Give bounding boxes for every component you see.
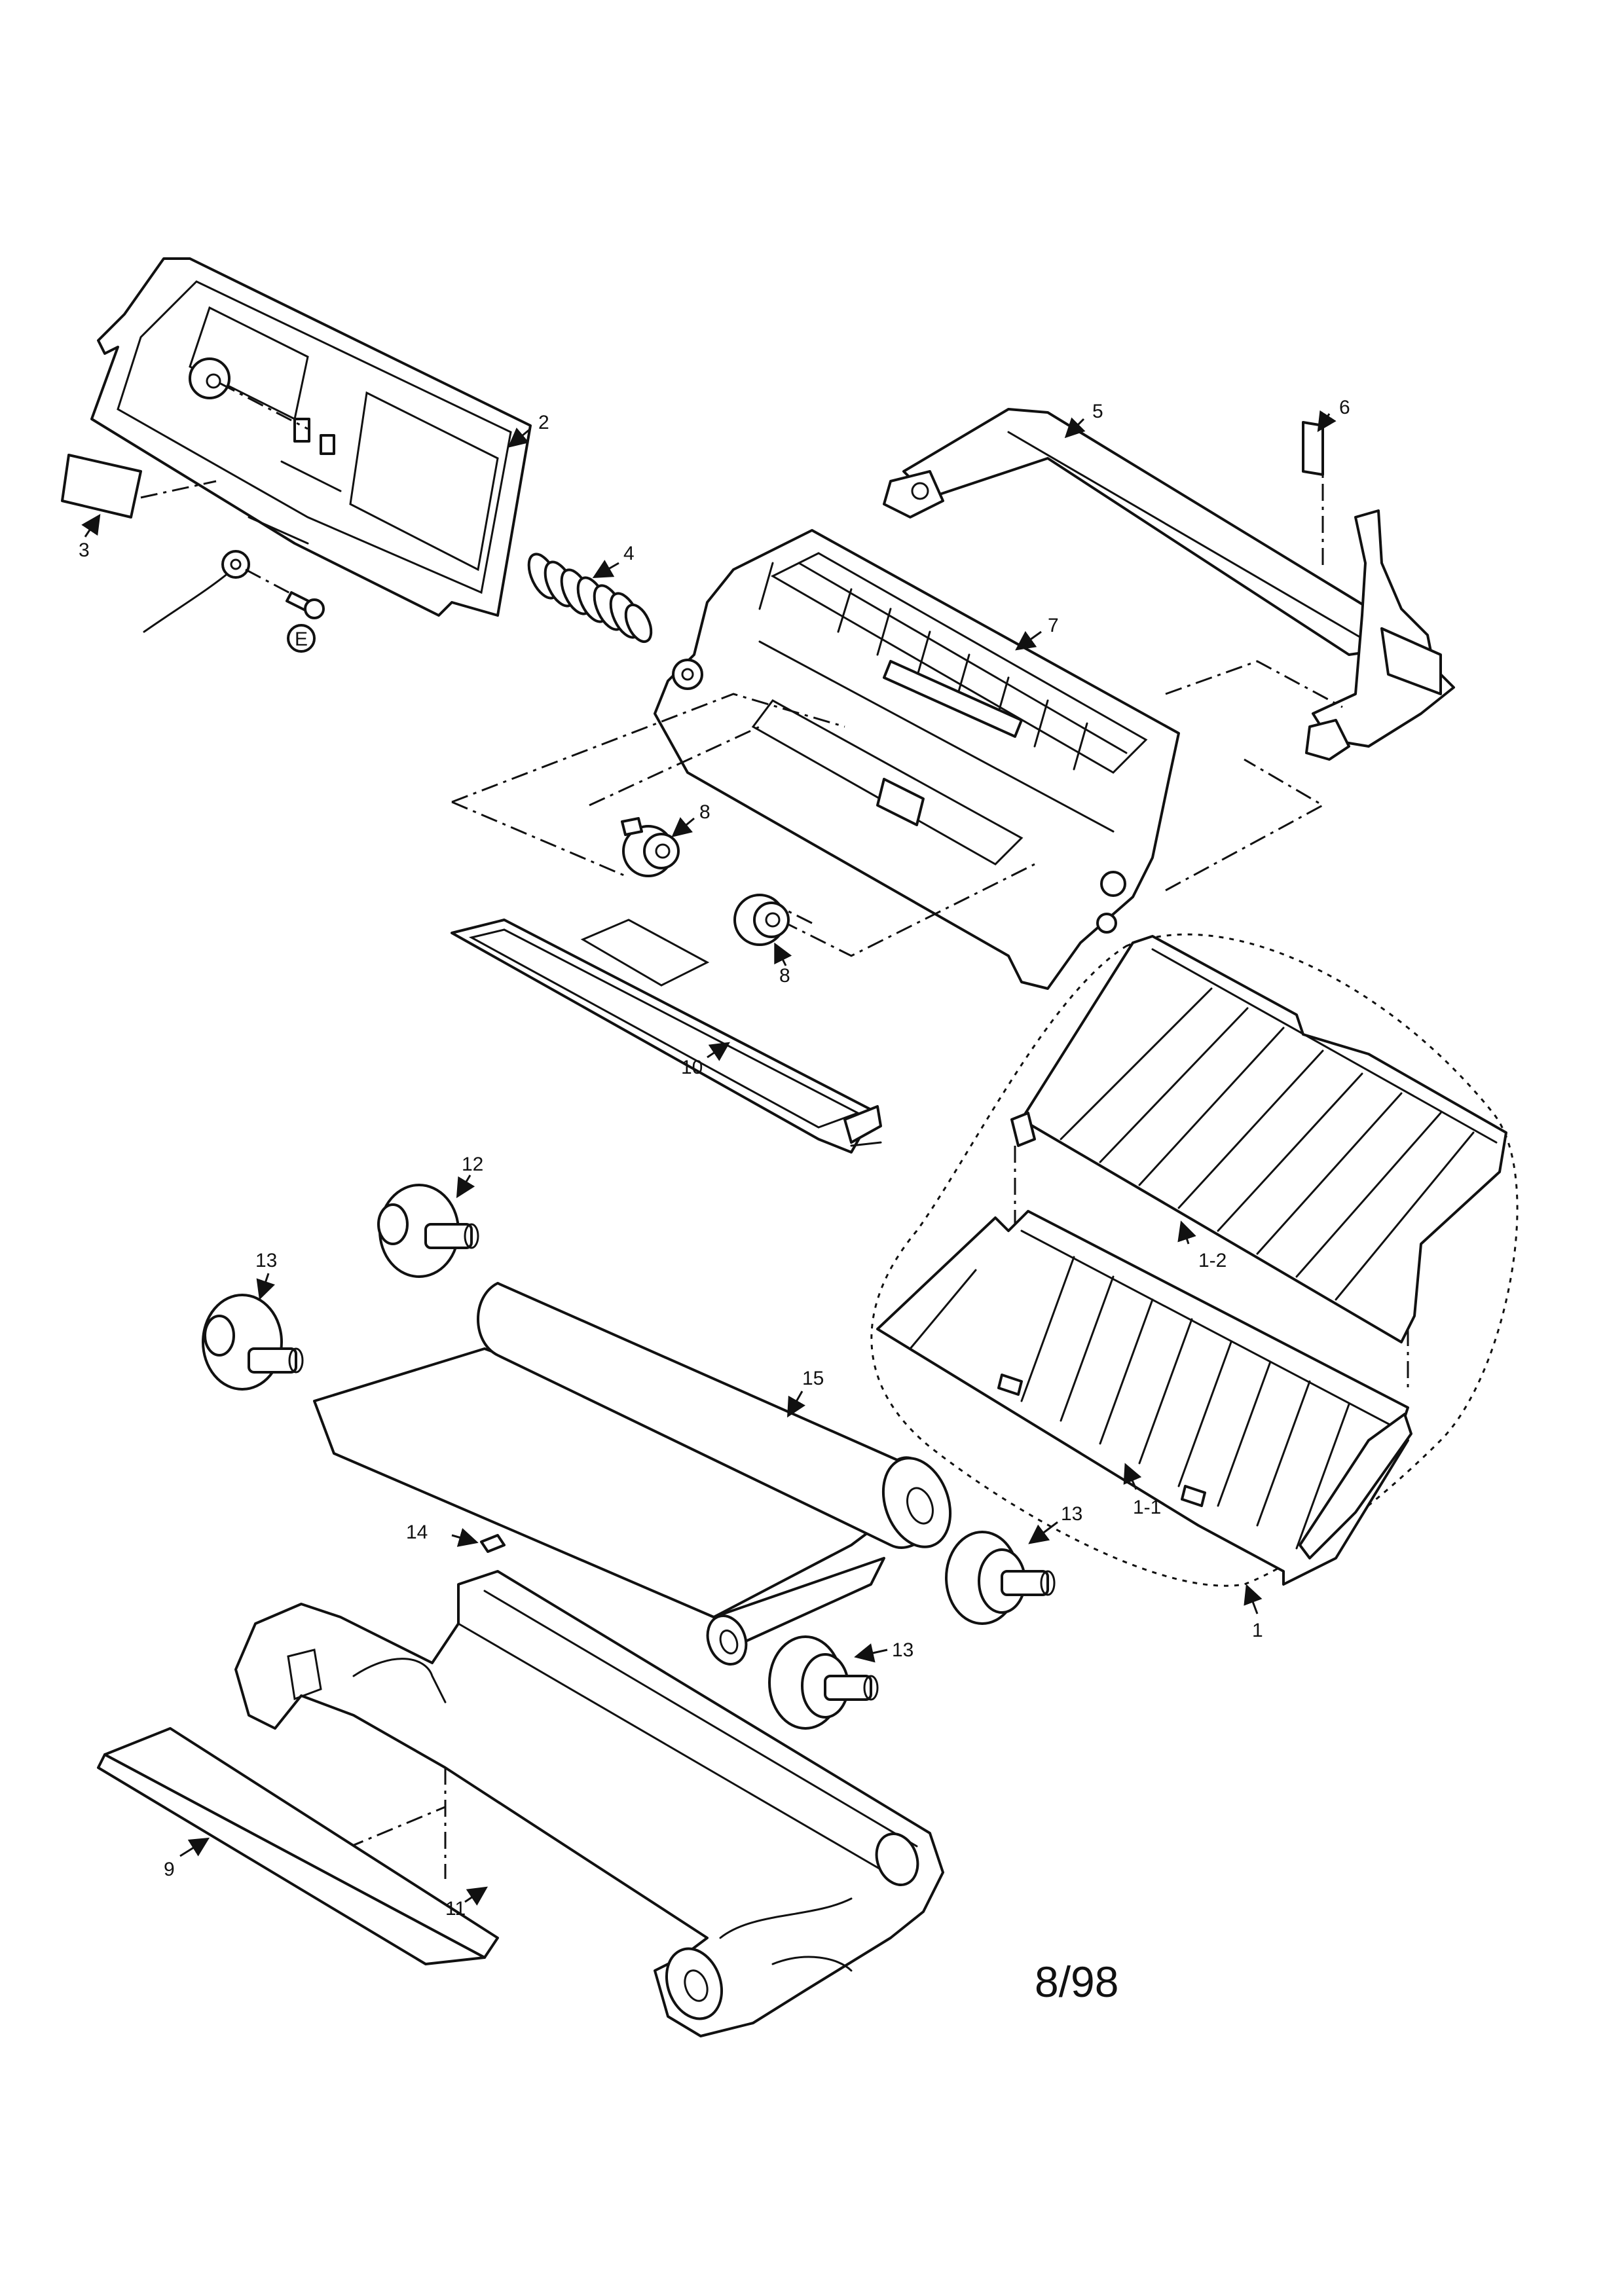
part-9-strip <box>97 1727 499 1965</box>
callout-label-14: 14 <box>406 1522 428 1543</box>
callout-label-9: 9 <box>164 1859 175 1880</box>
part-15-film-roll <box>313 1282 952 1666</box>
callout-label-5: 5 <box>1092 401 1103 422</box>
part-10-paper-guide <box>451 919 882 1154</box>
callout-1-1: 1-1 <box>1123 1463 1161 1518</box>
callout-label-8-upper: 8 <box>699 801 710 823</box>
callout-label-1-2: 1-2 <box>1198 1250 1227 1271</box>
callout-15: 15 <box>787 1368 824 1418</box>
callout-label-11: 11 <box>445 1898 466 1920</box>
callout-3: 3 <box>79 514 101 561</box>
callout-label-13-left: 13 <box>255 1250 277 1271</box>
callout-label-12: 12 <box>462 1154 483 1175</box>
part-4-spring <box>527 553 653 644</box>
part-13-knob-center <box>768 1635 879 1730</box>
part-7-chassis <box>654 529 1180 990</box>
callout-1: 1 <box>1244 1584 1263 1641</box>
callout-label-8-lower: 8 <box>779 965 790 987</box>
part-1-tray-assembly <box>870 933 1519 1587</box>
part-1-1-lower-tray <box>876 1210 1412 1586</box>
ground-symbol: E <box>295 629 308 650</box>
callout-6: 6 <box>1317 397 1350 433</box>
callout-label-6: 6 <box>1339 397 1350 418</box>
part-1-2-upper-tray <box>1010 935 1507 1388</box>
callout-label-1: 1 <box>1252 1620 1263 1641</box>
callout-7: 7 <box>1015 615 1059 651</box>
part-12-knob <box>377 1184 479 1278</box>
part-13-knob-left <box>202 1294 304 1391</box>
part-13-knob-right <box>945 1531 1056 1625</box>
callout-10: 10 <box>681 1042 730 1078</box>
page-number: 8/98 <box>1035 1958 1118 2006</box>
callout-5: 5 <box>1064 401 1103 439</box>
part-5-arm <box>883 408 1455 761</box>
callout-label-1-1: 1-1 <box>1133 1497 1161 1518</box>
callout-label-3: 3 <box>79 539 90 561</box>
callout-8-lower: 8 <box>774 942 792 987</box>
callout-label-4: 4 <box>623 543 635 564</box>
callout-label-2: 2 <box>538 412 549 433</box>
callout-8-upper: 8 <box>671 801 710 837</box>
part-2-rear-cover <box>90 257 532 617</box>
callout-14: 14 <box>406 1522 479 1547</box>
part-6-clip <box>1302 421 1324 570</box>
callout-13-left: 13 <box>255 1250 277 1300</box>
callout-13-center: 13 <box>854 1639 913 1663</box>
callout-4: 4 <box>592 543 635 578</box>
callout-label-7: 7 <box>1048 615 1059 636</box>
callout-label-13-right: 13 <box>1061 1503 1082 1525</box>
callout-1-2: 1-2 <box>1177 1220 1227 1271</box>
callout-label-13-center: 13 <box>892 1639 913 1661</box>
callout-label-10: 10 <box>681 1057 703 1078</box>
callout-2: 2 <box>507 412 549 448</box>
part-8-gear-upper <box>621 817 680 877</box>
ground-wire: E <box>143 550 325 653</box>
part-11-bottom-frame <box>234 1570 944 2037</box>
callout-12: 12 <box>456 1154 483 1199</box>
part-14-tab <box>480 1534 506 1553</box>
part-3-label <box>61 454 217 519</box>
callout-11: 11 <box>445 1886 488 1920</box>
part-8-gear-lower <box>733 894 790 946</box>
callout-label-15: 15 <box>802 1368 824 1389</box>
callout-9: 9 <box>164 1837 210 1880</box>
callout-13-right: 13 <box>1028 1503 1082 1544</box>
